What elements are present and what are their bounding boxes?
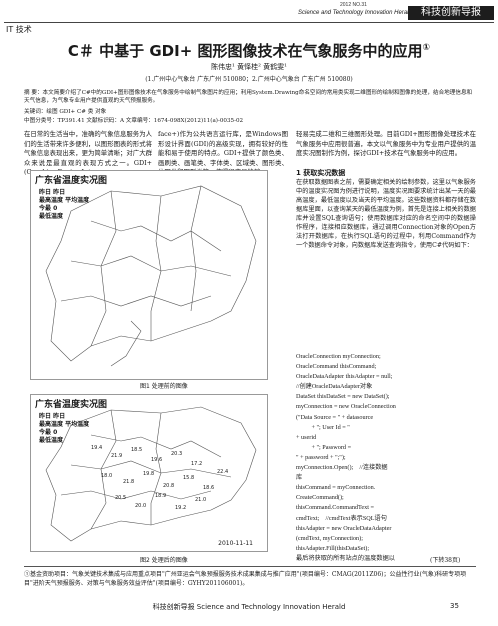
temperature-value: 20.3 xyxy=(171,451,183,457)
temperature-value: 19.2 xyxy=(175,505,187,511)
code-line: " + password + ";"); xyxy=(296,453,346,461)
code-line: myConnection = new OracleConnection xyxy=(296,403,396,411)
legend-line: 今最 0 xyxy=(39,205,58,212)
figure-1-caption: 图1 处理前的图像 xyxy=(140,383,188,390)
section-1-text: 在获取数据图表之前，需要确定相关的绘制参数，这里以气象服务中的温度实况图为例进行… xyxy=(296,179,476,249)
section-1-heading: 1 获取实况数据 xyxy=(296,169,346,177)
classification-line: 中图分类号：TP391.41 文献标识码：A 文章编号：1674-098X(20… xyxy=(24,118,244,124)
temperature-value: 17.2 xyxy=(191,461,203,467)
affiliation: (1.广州中心气象台 广东广州 510080；2.广州中心气象台 广东广州 51… xyxy=(145,76,353,83)
page-footer: 科技创新导报 Science and Technology Innovation… xyxy=(152,603,346,611)
code-line: cmdText; //cmdText表示SQL语句 xyxy=(296,514,387,522)
temperature-value: 18.5 xyxy=(131,447,143,453)
code-line: DataSet thisDataSet = new DataSet(); xyxy=(296,393,390,401)
legend-line: 最低温度 xyxy=(39,437,64,444)
footnote: ①基金资助项目：气象关键技术集成与应用重点项目"广州亚运会气象预报服务技术成果集… xyxy=(24,571,467,587)
map-date: 2010-11-11 xyxy=(218,540,253,547)
code-line: thisCommand.CommandText = xyxy=(296,504,374,512)
journal-name-cn: 科技创新导报 xyxy=(408,6,494,20)
map-title-2: 广东省温度实况图 xyxy=(35,400,108,410)
legend-line: 今最 0 xyxy=(39,429,58,436)
map-outline-2 xyxy=(45,406,257,542)
journal-issue: 2012 NO.31 xyxy=(340,2,367,8)
code-line: OracleCommand thisCommand; xyxy=(296,363,377,371)
code-line: + userid xyxy=(296,433,317,441)
code-line: 最后将获取的所有站点的温度数据以 xyxy=(296,554,395,562)
temperature-value: 21.8 xyxy=(123,479,135,485)
code-line: OracleConnection myConnection; xyxy=(296,353,381,360)
legend-line: 最高温度 平均温度 xyxy=(39,197,90,204)
temperature-value: 21.0 xyxy=(195,497,207,503)
legend-line: 昨日 昨日 xyxy=(39,189,66,196)
temperature-value: 19.4 xyxy=(91,445,103,451)
code-line: CreateCommand(); xyxy=(296,494,344,502)
temperature-value: 15.8 xyxy=(183,475,195,481)
map-legend-1: 昨日 昨日 最高温度 平均温度 今最 0 最低温度 xyxy=(39,189,89,221)
temperature-value: 22.4 xyxy=(217,469,229,475)
code-line: OracleDataAdapter thisAdapter = null; xyxy=(296,373,393,381)
temperature-value: 20.5 xyxy=(115,495,127,501)
code-line: + "; User Id = " xyxy=(296,423,350,431)
code-block: OracleConnection myConnection; OracleComm… xyxy=(296,352,476,564)
code-line: thisAdapter.Fill(thisDataSet); xyxy=(296,544,370,552)
figure-2-map: 广东省温度实况图 昨日 昨日 最高温度 平均温度 今最 0 最低温度 19.4 2… xyxy=(30,394,268,552)
code-line: myConnection.Open(); //连接数据 xyxy=(296,464,388,472)
figure-1-map: 广东省温度实况图 昨日 昨日 最高温度 平均温度 今最 0 最低温度 xyxy=(30,170,268,380)
temperature-value: 18.6 xyxy=(203,485,215,491)
page-number: 35 xyxy=(450,602,459,610)
code-line: thisCommand = myConnection. xyxy=(296,484,376,492)
code-line: 库 xyxy=(296,474,303,482)
temperature-value: 20.0 xyxy=(135,503,147,509)
abstract: 摘 要：本文简要介绍了C#中的GDI+图形图像技术在气象服务中绘制气象图片的应用… xyxy=(24,90,473,104)
map-title-1: 广东省温度实况图 xyxy=(35,176,108,186)
keywords: 关键词：绘图 GDI+ C# 类 对象 xyxy=(24,109,107,115)
code-line: (cmdText, myConnection); xyxy=(296,534,363,542)
code-line: ("Data Source = " + datasource xyxy=(296,413,374,421)
code-line: + "; Password = xyxy=(296,443,352,451)
map-legend-2: 昨日 昨日 最高温度 平均温度 今最 0 最低温度 xyxy=(39,413,89,445)
temperature-value: 21.9 xyxy=(111,453,123,459)
footnote-rule xyxy=(24,566,476,567)
authors: 陈伟忠¹ 黄怿桂² 黄鹤雯¹ xyxy=(211,63,287,71)
continued-note: (下转38页) xyxy=(430,557,461,564)
code-line: //创建OracleDataAdapter对象 xyxy=(296,383,373,391)
temperature-value: 18.0 xyxy=(101,473,113,479)
figure-2-caption: 图2 处理后的图像 xyxy=(140,557,188,564)
temperature-value: 19.8 xyxy=(143,471,155,477)
temperature-value: 20.8 xyxy=(163,483,175,489)
journal-name-en: Science and Technology Innovation Herald xyxy=(298,10,412,16)
section-label: IT 技术 xyxy=(6,25,32,34)
header-rule xyxy=(4,22,494,23)
article-title: C＃ 中基于 GDI+ 图形图像技术在气象服务中的应用① xyxy=(67,42,431,60)
legend-line: 最低温度 xyxy=(39,213,64,220)
legend-line: 最高温度 平均温度 xyxy=(39,421,90,428)
temperature-value: 18.9 xyxy=(155,493,167,499)
map-outline-1 xyxy=(45,185,257,367)
temperature-value: 19.6 xyxy=(151,457,163,463)
body-column-3: 轻易完成二维和三维图形处理。目前GDI+图形图像处理技术在气象服务中应用很普遍，… xyxy=(296,130,476,158)
code-line: thisAdapter = new OracleDataAdapter xyxy=(296,524,392,532)
legend-line: 昨日 昨日 xyxy=(39,413,66,420)
